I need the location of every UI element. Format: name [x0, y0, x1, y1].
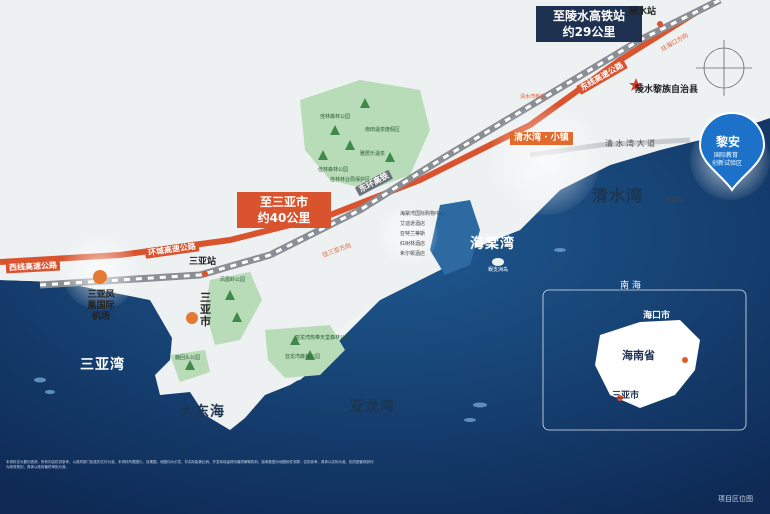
sanya-city-label: 三亚市 — [200, 291, 211, 328]
lian-marker — [698, 112, 766, 192]
park-label: 佳林林业局保护区 — [330, 177, 371, 183]
poi-label: 红树林酒店 — [400, 241, 426, 247]
poi-label: 亚特兰蒂斯 — [400, 231, 426, 237]
airport-label: 三亚凤凰国际机场 — [87, 290, 115, 322]
tree-icons — [185, 98, 395, 370]
county-star-icon — [629, 78, 643, 91]
sanya-bay-label: 三亚湾 — [80, 357, 125, 373]
disclaimer: 本资料仅为要约邀请，所有内容仅供参考，以政府部门批准的文件为准。本资料所载图片、… — [6, 460, 374, 469]
compass-icon — [696, 40, 752, 96]
haitang-lagoon — [430, 200, 480, 275]
poi-label: 海棠湾国际购物中心 — [400, 211, 446, 217]
park-sanya — [205, 272, 262, 345]
poi-label: 希尔顿酒店 — [400, 251, 426, 257]
inset-footer: 项目区位图 — [718, 495, 753, 503]
park-label: 亚龙湾热带天堂森林公园 — [295, 335, 351, 341]
fish-icons — [34, 248, 566, 422]
callout-line2: 约40公里 — [257, 211, 311, 225]
inset-sanya: 三亚市 — [612, 391, 640, 401]
lingshui-station-label: 陵水站 — [629, 7, 657, 17]
park-yalong — [265, 325, 345, 378]
lian-title: 黎安 — [716, 135, 741, 149]
qingshui-road-label: 清 水 湾 大 道 — [605, 139, 656, 148]
park-label: 佳林森林公园 — [318, 167, 349, 173]
callout-sanya-city: 至三亚市 约40公里 — [237, 192, 331, 228]
callout-lingshui-station: 至陵水高铁站 约29公里 — [536, 6, 642, 42]
poi-label: 艾迪逊酒店 — [400, 221, 426, 227]
poi-label: 蜈支洲岛 — [488, 267, 509, 273]
park-label: 凤凰岭公园 — [220, 277, 246, 283]
poi-label: 南湾猴岛 — [665, 197, 686, 203]
inset-province: 海南省 — [622, 349, 655, 362]
callout-line1: 至陵水高铁站 — [552, 9, 625, 23]
inset-haikou: 海口市 — [643, 311, 671, 321]
callout-line2: 约29公里 — [562, 25, 616, 39]
haitang-bay-label: 海棠湾 — [470, 236, 515, 252]
dadonghai-label: 大东海 — [180, 404, 225, 420]
hainan-island — [595, 320, 700, 408]
park-label: 南田温泉度假区 — [365, 127, 401, 133]
east-ring-rail-line — [39, 0, 722, 289]
yalong-bay-label: 亚龙湾 — [350, 399, 395, 415]
qingshui-bay-label: 清水湾 — [592, 186, 644, 205]
project-name: 清水湾 · 小镇 — [510, 132, 573, 145]
sea-area — [0, 118, 770, 514]
inset-map-frame — [542, 289, 747, 431]
inset-sea-label: 南 海 — [620, 281, 641, 291]
sanya-station-label: 三亚站 — [189, 257, 217, 267]
sanya-station-dot — [202, 271, 208, 277]
haitang-glow — [378, 205, 438, 265]
park-label: 佳林森林公园 — [320, 114, 351, 120]
wuzhizhou-island — [492, 258, 504, 266]
sanya-city-icon — [186, 312, 198, 324]
park-north — [300, 80, 430, 190]
project-glow — [490, 105, 600, 215]
lian-line2: 创新试验区 — [712, 160, 743, 167]
lian-line1: 国际教育 — [714, 152, 739, 159]
lingshui-county-label: 陵水黎族自治县 — [635, 85, 699, 95]
airport-icon — [93, 270, 107, 284]
lingshui-station-dot — [657, 21, 663, 27]
project-subtitle: 清水湾板块 — [520, 94, 546, 100]
callout-line1: 至三亚市 — [259, 195, 308, 209]
park-label: 雅居乐温泉 — [360, 151, 386, 157]
park-label: 鹿回头公园 — [175, 355, 201, 361]
park-label: 亚龙湾森林公园 — [285, 354, 321, 360]
